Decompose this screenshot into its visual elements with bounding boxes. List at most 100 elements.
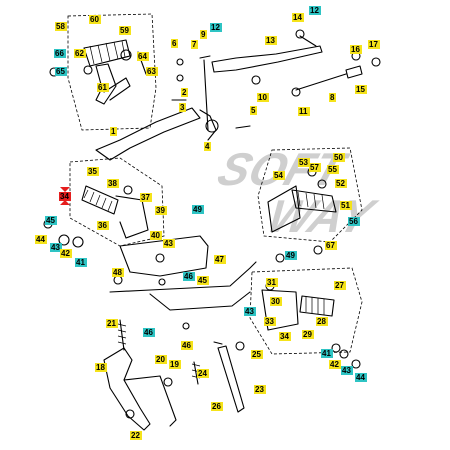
part-label-highlight bbox=[329, 93, 336, 102]
part-number: 57 bbox=[310, 163, 319, 172]
part-label-highlight bbox=[368, 40, 380, 49]
part-label-highlight bbox=[107, 179, 119, 188]
part-label-highlight bbox=[340, 201, 352, 210]
part-label-49: 49 bbox=[285, 251, 297, 260]
part-label-6: 6 bbox=[171, 39, 178, 48]
part-number: 46 bbox=[144, 328, 153, 337]
part-label-highlight bbox=[45, 216, 57, 225]
part-label-33: 33 bbox=[264, 317, 276, 326]
part-label-highlight bbox=[350, 45, 362, 54]
part-number: 18 bbox=[96, 363, 105, 372]
part-label-11: 11 bbox=[298, 107, 310, 116]
part-number: 37 bbox=[141, 193, 150, 202]
part-label-highlight bbox=[169, 360, 181, 369]
part-number: 22 bbox=[131, 431, 140, 440]
part-number: 17 bbox=[369, 40, 378, 49]
part-label-57: 57 bbox=[309, 163, 321, 172]
part-label-highlight bbox=[87, 167, 99, 176]
part-number: 27 bbox=[335, 281, 344, 290]
part-label-highlight bbox=[355, 373, 367, 382]
part-label-49: 49 bbox=[192, 205, 204, 214]
part-label-highlight bbox=[316, 317, 328, 326]
part-label-35: 35 bbox=[87, 167, 99, 176]
part-number: 44 bbox=[356, 373, 365, 382]
part-number: 65 bbox=[56, 67, 65, 76]
part-label-46: 46 bbox=[143, 328, 155, 337]
part-label-highlight bbox=[54, 49, 66, 58]
part-number: 46 bbox=[184, 272, 193, 281]
part-number: 56 bbox=[349, 217, 358, 226]
frame-mid-left bbox=[69, 157, 165, 247]
part-number: 33 bbox=[265, 317, 274, 326]
part-label-highlight bbox=[140, 193, 152, 202]
part-label-highlight bbox=[266, 278, 278, 287]
part-label-52: 52 bbox=[335, 179, 347, 188]
part-number: 45 bbox=[46, 216, 55, 225]
part-label-highlight bbox=[341, 366, 353, 375]
part-label-65: 65 bbox=[55, 67, 67, 76]
part-number: 23 bbox=[255, 385, 264, 394]
part-label-47: 47 bbox=[214, 255, 226, 264]
part-label-highlight bbox=[355, 85, 367, 94]
watermark: SOFT WAY bbox=[211, 144, 383, 243]
part-number: 52 bbox=[336, 179, 345, 188]
part-number: 43 bbox=[164, 239, 173, 248]
part-label-highlight bbox=[270, 297, 282, 306]
part-label-highlight bbox=[327, 165, 339, 174]
part-label-66: 66 bbox=[54, 49, 66, 58]
part-label-highlight bbox=[110, 127, 117, 136]
part-label-46: 46 bbox=[181, 341, 193, 350]
part-number: 24 bbox=[198, 369, 207, 378]
part-label-40: 40 bbox=[150, 231, 162, 240]
brake-arm bbox=[211, 45, 323, 73]
part-number: 2 bbox=[182, 88, 187, 97]
part-number: 25 bbox=[252, 350, 261, 359]
part-number: 26 bbox=[212, 402, 221, 411]
part-label-64: 64 bbox=[137, 52, 149, 61]
part-number: 66 bbox=[55, 49, 64, 58]
part-label-highlight bbox=[181, 341, 193, 350]
frame-bottom-right bbox=[249, 267, 363, 355]
part-number: 39 bbox=[156, 206, 165, 215]
part-label-39: 39 bbox=[155, 206, 167, 215]
brake-pedal bbox=[95, 107, 201, 161]
part-number: 5 bbox=[251, 106, 256, 115]
part-label-43: 43 bbox=[341, 366, 353, 375]
part-label-highlight bbox=[348, 217, 360, 226]
part-label-12: 12 bbox=[309, 6, 321, 15]
part-label-highlight bbox=[75, 258, 87, 267]
part-label-59: 59 bbox=[119, 26, 131, 35]
part-number: 36 bbox=[98, 221, 107, 230]
part-label-highlight bbox=[333, 153, 345, 162]
part-label-highlight bbox=[59, 192, 71, 201]
part-label-highlight bbox=[200, 30, 207, 39]
part-number: 41 bbox=[76, 258, 85, 267]
part-number: 29 bbox=[303, 330, 312, 339]
part-label-8: 8 bbox=[329, 93, 336, 102]
part-number: 14 bbox=[293, 13, 302, 22]
part-number: 49 bbox=[193, 205, 202, 214]
part-label-12: 12 bbox=[210, 23, 222, 32]
part-label-31: 31 bbox=[266, 278, 278, 287]
part-number: 40 bbox=[151, 231, 160, 240]
part-number: 62 bbox=[75, 49, 84, 58]
part-label-highlight bbox=[197, 276, 209, 285]
part-label-45: 45 bbox=[45, 216, 57, 225]
parts-line-art bbox=[43, 29, 381, 431]
part-number: 41 bbox=[322, 349, 331, 358]
part-number: 30 bbox=[271, 297, 280, 306]
part-number: 64 bbox=[138, 52, 147, 61]
part-number: 20 bbox=[156, 355, 165, 364]
part-label-13: 13 bbox=[265, 36, 277, 45]
part-label-42: 42 bbox=[60, 249, 72, 258]
part-number: 63 bbox=[147, 67, 156, 76]
part-label-highlight bbox=[273, 171, 285, 180]
part-label-highlight bbox=[146, 67, 158, 76]
highlight-marker-icon bbox=[60, 187, 70, 205]
part-number: 49 bbox=[286, 251, 295, 260]
part-label-highlight bbox=[321, 349, 333, 358]
part-number: 43 bbox=[51, 243, 60, 252]
part-label-highlight bbox=[95, 363, 107, 372]
part-label-43: 43 bbox=[50, 243, 62, 252]
part-label-10: 10 bbox=[257, 93, 269, 102]
